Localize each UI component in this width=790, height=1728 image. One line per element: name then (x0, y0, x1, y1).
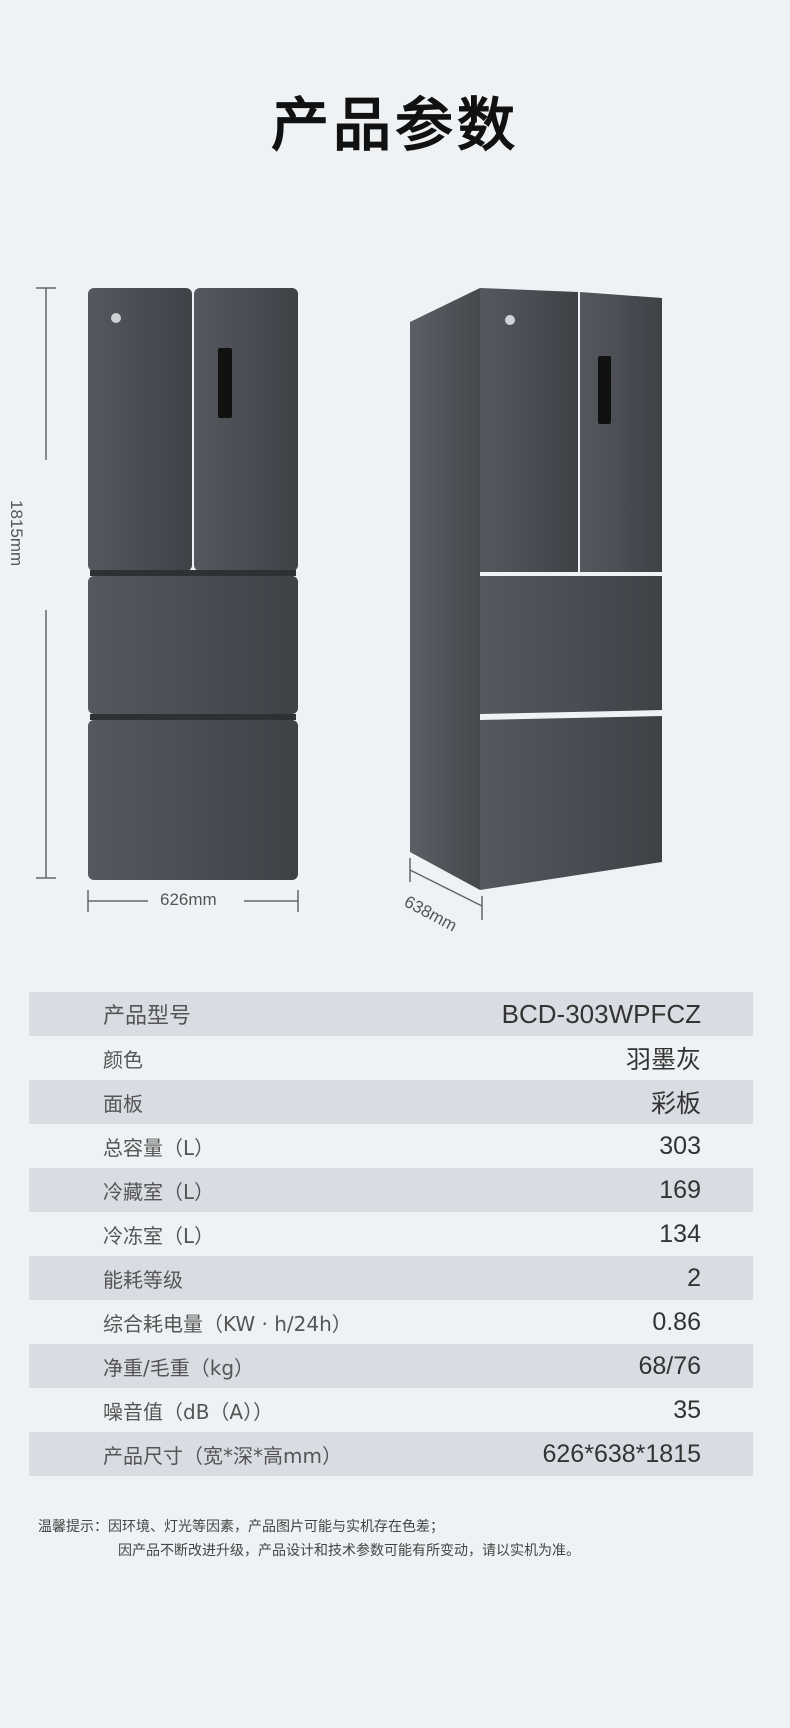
disclaimer-note: 温馨提示：因环境、灯光等因素，产品图片可能与实机存在色差； 因产品不断改进升级，… (38, 1515, 768, 1563)
spec-table: 产品型号 BCD-303WPFCZ 颜色 羽墨灰 面板 彩板 总容量（L） 30… (29, 992, 753, 1476)
fridge-illustration (36, 287, 662, 920)
spec-value: 169 (659, 1175, 701, 1204)
spec-label: 净重/毛重（kg） (103, 1355, 255, 1380)
spec-row-total-capacity: 总容量（L） 303 (29, 1124, 753, 1168)
disclaimer-line-2: 因产品不断改进升级，产品设计和技术参数可能有所变动，请以实机为准。 (118, 1543, 580, 1559)
spec-value: 303 (659, 1131, 701, 1160)
spec-row-power-consumption: 综合耗电量（KW · h/24h） 0.86 (29, 1300, 753, 1344)
spec-label: 冷藏室（L） (103, 1179, 215, 1204)
depth-dimension-line (409, 858, 483, 920)
page-title: 产品参数 (270, 91, 519, 159)
spec-label: 产品型号 (103, 1004, 192, 1029)
spec-value: BCD-303WPFCZ (501, 998, 701, 1029)
spec-label: 产品尺寸（宽*深*高mm） (103, 1443, 342, 1468)
spec-value: 35 (673, 1395, 701, 1424)
spec-value: 626*638*1815 (542, 1439, 702, 1468)
spec-label: 能耗等级 (103, 1267, 183, 1292)
height-dimension-line (36, 287, 56, 879)
spec-row-weight: 净重/毛重（kg） 68/76 (29, 1344, 753, 1388)
spec-row-size: 产品尺寸（宽*深*高mm） 626*638*1815 (29, 1432, 753, 1476)
spec-value: 羽墨灰 (625, 1046, 701, 1074)
width-label: 626mm (160, 890, 217, 909)
spec-row-freezer-capacity: 冷冻室（L） 134 (29, 1212, 753, 1256)
spec-label: 冷冻室（L） (103, 1223, 215, 1248)
fridge-front-view (88, 288, 298, 880)
disclaimer-line-1: 温馨提示：因环境、灯光等因素，产品图片可能与实机存在色差； (38, 1519, 444, 1535)
spec-row-energy-grade: 能耗等级 2 (29, 1256, 753, 1300)
spec-row-color: 颜色 羽墨灰 (29, 1036, 753, 1080)
spec-value: 彩板 (650, 1090, 701, 1118)
height-label: 1815mm (7, 500, 26, 567)
spec-row-fridge-capacity: 冷藏室（L） 169 (29, 1168, 753, 1212)
spec-label: 噪音值（dB（A）） (103, 1399, 274, 1424)
spec-value: 2 (687, 1263, 701, 1292)
spec-row-noise: 噪音值（dB（A）） 35 (29, 1388, 753, 1432)
product-figure: 1815mm 626mm 638mm (0, 270, 790, 950)
spec-value: 68/76 (638, 1351, 701, 1380)
spec-label: 总容量（L） (103, 1135, 215, 1160)
spec-label: 颜色 (103, 1047, 143, 1072)
spec-row-model: 产品型号 BCD-303WPFCZ (29, 992, 753, 1036)
width-dimension-line (87, 890, 299, 912)
spec-label: 面板 (103, 1091, 143, 1116)
spec-label: 综合耗电量（KW · h/24h） (103, 1311, 352, 1336)
spec-value: 0.86 (652, 1307, 701, 1336)
fridge-angled-view (410, 288, 662, 890)
spec-value: 134 (659, 1219, 701, 1248)
spec-row-panel: 面板 彩板 (29, 1080, 753, 1124)
